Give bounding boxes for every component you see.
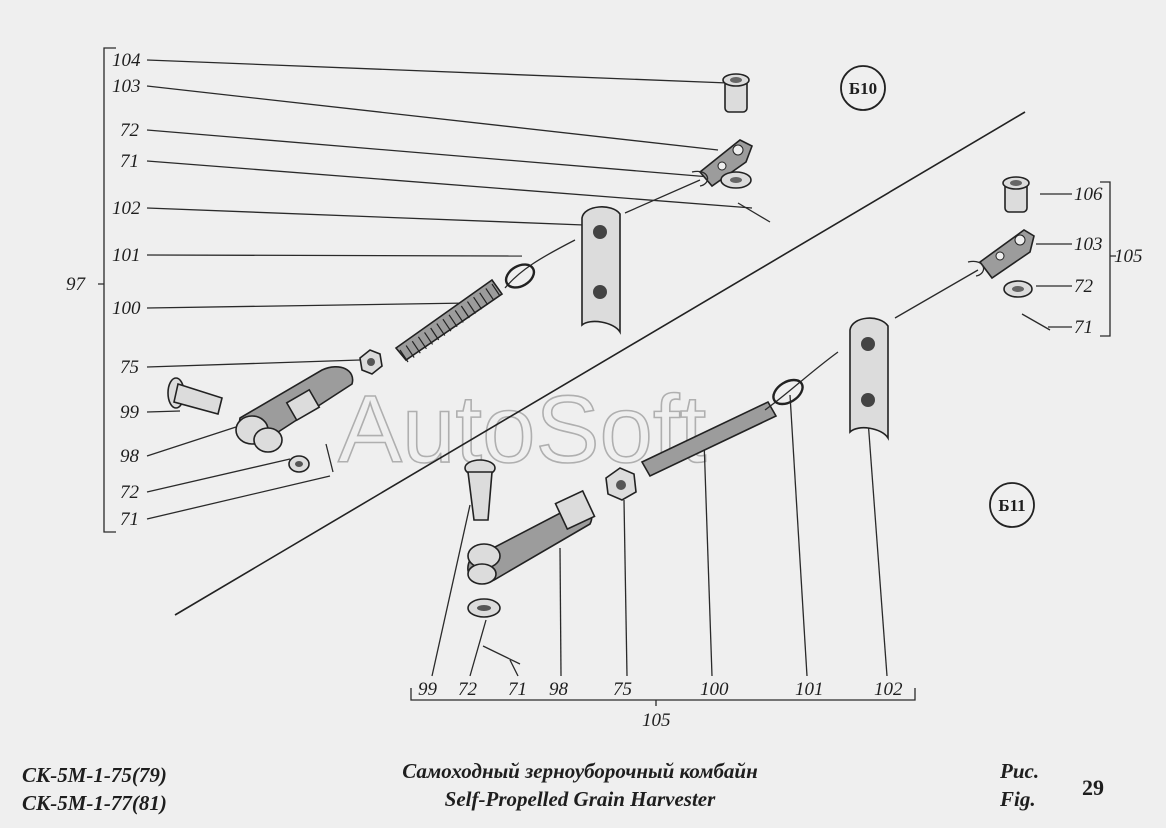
part-106-pin-cap [1002,176,1030,213]
svg-text:102: 102 [112,198,141,219]
model-line-2: СК-5М-1-77(81) [22,791,167,815]
svg-text:101: 101 [795,679,824,700]
bracket-105-bottom [410,688,916,706]
svg-text:71: 71 [120,509,139,530]
callout-97: 97 [66,274,87,295]
callout-105-bottom: 105 [642,710,671,731]
part-75-nut-bottom [605,467,637,501]
svg-text:72: 72 [120,120,140,141]
svg-text:99: 99 [120,402,140,423]
svg-text:98: 98 [549,679,569,700]
svg-text:103: 103 [1074,234,1103,255]
part-101-eyebolt [504,239,576,289]
svg-text:75: 75 [120,357,139,378]
part-71-cotter-pin-right [1021,313,1051,331]
figure-label-russian: Рис. [1000,759,1040,783]
figure-label-english: Fig. [1000,787,1036,811]
title-russian: Самоходный зерноуборочный комбайн [402,759,758,783]
part-100-threaded-rod [394,278,504,363]
svg-text:104: 104 [112,50,141,71]
right-leader-lines [1036,193,1072,328]
part-71-cotter-pin-lower [325,443,334,473]
svg-text:Б11: Б11 [998,496,1025,515]
svg-text:Б10: Б10 [849,79,877,98]
part-98-clevis-bottom [467,489,596,585]
svg-text:103: 103 [112,76,141,97]
svg-text:101: 101 [112,245,141,266]
svg-text:98: 98 [120,446,140,467]
bracket-97 [98,47,116,533]
part-102-bracket-plate-bottom [849,317,889,441]
title-english: Self-Propelled Grain Harvester [444,787,716,811]
part-71-cotter-pin-bottom [482,645,521,665]
right-callouts: 106 103 72 71 [1074,184,1103,338]
section-divider [174,111,1026,616]
part-101-eyebolt-bottom [764,351,839,411]
svg-text:71: 71 [120,151,139,172]
model-line-1: СК-5М-1-75(79) [22,763,167,787]
svg-text:71: 71 [508,679,527,700]
svg-text:100: 100 [112,298,141,319]
svg-text:72: 72 [120,482,140,503]
svg-text:72: 72 [458,679,478,700]
bracket-105-right [1100,181,1116,337]
left-leader-lines [146,59,753,520]
view-label-b10: Б10 [840,65,886,111]
part-99-clevis-pin-bottom [464,459,496,521]
document-title: Самоходный зерноуборочный комбайн Self-P… [330,757,830,813]
part-104-pin-cap [722,73,750,113]
part-103-tab-right [978,229,1035,280]
spring-wire-right [894,260,985,319]
part-71-cotter-pin-upper [624,170,771,223]
figure-number: 29 [1082,775,1104,800]
callout-105-right: 105 [1114,246,1143,267]
part-100-threaded-rod-bottom [640,400,778,478]
part-103-tab [698,139,754,188]
figure-label: Рис. Fig. [1000,757,1039,813]
model-numbers: СК-5М-1-75(79) СК-5М-1-77(81) [22,761,167,817]
part-99-clevis-pin [167,377,223,415]
view-label-b11: Б11 [989,482,1035,528]
left-callouts: 104 103 72 71 102 101 100 75 99 98 72 71 [112,50,141,530]
bottom-callouts: 99 72 71 98 75 100 101 102 [418,679,903,700]
svg-text:106: 106 [1074,184,1103,205]
svg-text:75: 75 [613,679,632,700]
part-98-clevis [235,366,354,453]
part-75-nut [359,349,383,375]
svg-text:100: 100 [700,679,729,700]
part-102-bracket-plate [581,206,621,335]
svg-text:71: 71 [1074,317,1093,338]
svg-text:72: 72 [1074,276,1094,297]
bottom-leader-lines [431,394,888,677]
svg-text:99: 99 [418,679,438,700]
svg-text:102: 102 [874,679,903,700]
